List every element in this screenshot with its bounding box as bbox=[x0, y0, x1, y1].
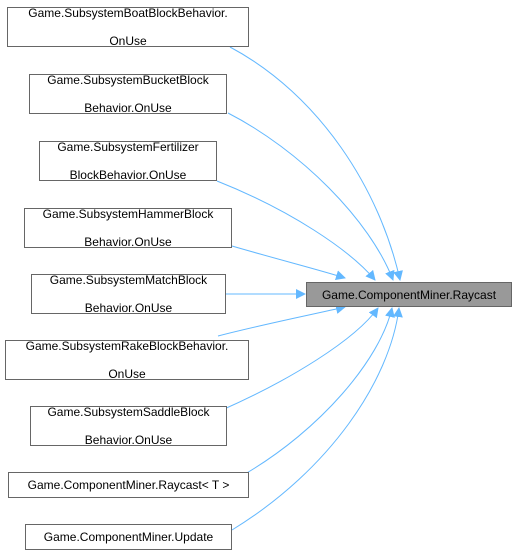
node-label: Game.ComponentMiner.Update bbox=[43, 530, 214, 544]
node-label-line-2: BlockBehavior.OnUse bbox=[69, 168, 187, 182]
edge-hammer-to-raycast bbox=[231, 245, 346, 281]
node-subsystemmatchblockbehavior-onuse[interactable]: Game.SubsystemMatchBlock Behavior.OnUse bbox=[31, 273, 226, 315]
edge-fertilizer-to-raycast bbox=[216, 180, 376, 281]
node-componentminer-raycast: Game.ComponentMiner.Raycast bbox=[306, 282, 512, 307]
edge-raycast-generic-to-raycast bbox=[244, 307, 395, 475]
node-label-line-1: Game.SubsystemSaddleBlock bbox=[47, 405, 210, 419]
node-label-line-2: Behavior.OnUse bbox=[84, 433, 173, 447]
node-label-line-1: Game.SubsystemFertilizer bbox=[57, 140, 199, 154]
node-label-line-1: Game.SubsystemBoatBlockBehavior. bbox=[28, 6, 228, 20]
node-label: Game.ComponentMiner.Raycast< T > bbox=[27, 478, 230, 492]
node-label-line-1: Game.SubsystemBucketBlock bbox=[47, 73, 209, 87]
edge-rake-to-raycast bbox=[217, 304, 346, 337]
node-label-line-2: Behavior.OnUse bbox=[84, 235, 172, 249]
node-label-line-1: Game.SubsystemHammerBlock bbox=[42, 207, 214, 221]
node-componentminer-update[interactable]: Game.ComponentMiner.Update bbox=[25, 524, 232, 550]
node-label-line-1: Game.SubsystemRakeBlockBehavior. bbox=[25, 339, 229, 353]
node-label-line-2: Behavior.OnUse bbox=[84, 101, 172, 115]
node-subsystemboatblockbehavior-onuse[interactable]: Game.SubsystemBoatBlockBehavior. OnUse bbox=[7, 6, 249, 48]
node-label-line-2: OnUse bbox=[108, 367, 146, 381]
edge-update-to-raycast bbox=[231, 307, 403, 531]
edge-saddle-to-raycast bbox=[221, 307, 379, 411]
node-label: Game.ComponentMiner.Raycast bbox=[321, 287, 497, 302]
node-label-line-2: OnUse bbox=[109, 34, 147, 48]
edge-boat-to-raycast bbox=[229, 46, 403, 281]
edge-bucket-to-raycast bbox=[227, 112, 395, 281]
node-subsystemfertilizerblockbehavior-onuse[interactable]: Game.SubsystemFertilizer BlockBehavior.O… bbox=[39, 140, 217, 182]
node-subsystemsaddleblockbehavior-onuse[interactable]: Game.SubsystemSaddleBlock Behavior.OnUse bbox=[30, 405, 227, 447]
node-componentminer-raycast-generic[interactable]: Game.ComponentMiner.Raycast< T > bbox=[8, 472, 249, 498]
node-label-line-2: Behavior.OnUse bbox=[84, 301, 173, 315]
node-subsystemrakeblockbehavior-onuse[interactable]: Game.SubsystemRakeBlockBehavior. OnUse bbox=[5, 339, 249, 381]
node-subsystembucketblockbehavior-onuse[interactable]: Game.SubsystemBucketBlock Behavior.OnUse bbox=[29, 73, 227, 115]
node-label-line-1: Game.SubsystemMatchBlock bbox=[49, 273, 208, 287]
node-subsystemhammerblockbehavior-onuse[interactable]: Game.SubsystemHammerBlock Behavior.OnUse bbox=[24, 207, 232, 249]
